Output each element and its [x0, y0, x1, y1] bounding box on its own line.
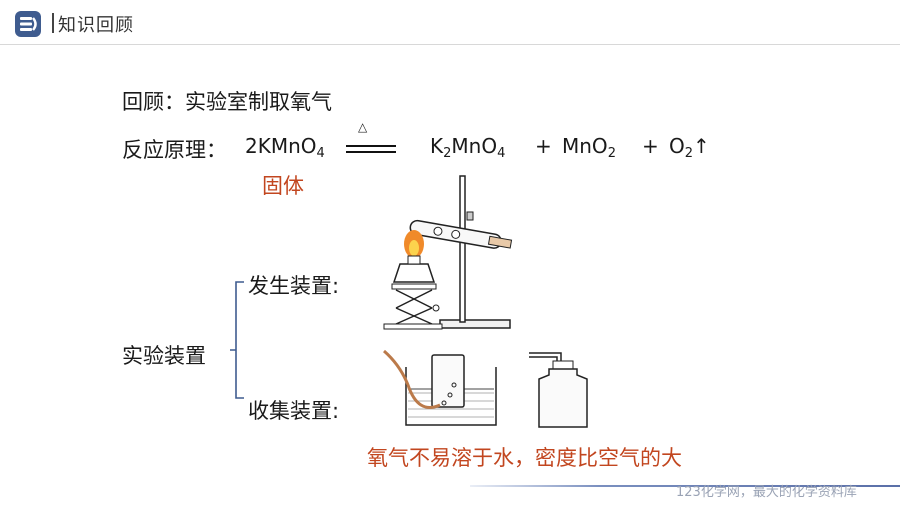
product-mno-sub: 4 [497, 146, 506, 161]
reaction-label: 反应原理： [122, 138, 227, 162]
apparatus-main-label: 实验装置 [122, 344, 206, 368]
heat-symbol: △ [358, 120, 368, 134]
product-k2mno4: K2MnO4 [430, 134, 506, 161]
header-divider [52, 13, 54, 33]
plus-sign-2: + [642, 134, 659, 158]
review-title: 回顾：实验室制取氧气 [122, 90, 332, 114]
header-rule [0, 44, 900, 45]
product-o2-text: O [669, 134, 685, 158]
product-mno2-sub: 2 [607, 146, 616, 161]
reactant-sub: 4 [316, 146, 325, 161]
product-mno: MnO [451, 134, 498, 158]
reactant-formula: 2KMnO4 [245, 134, 325, 161]
product-mno2-text: MnO [562, 134, 608, 158]
equals-sign-icon [346, 145, 396, 153]
header-title: 知识回顾 [58, 15, 134, 36]
gas-arrow-icon: ↑ [693, 134, 710, 158]
product-o2: O2↑ [669, 134, 710, 161]
product-k: K [430, 134, 444, 158]
product-k-sub: 2 [443, 146, 452, 161]
generation-apparatus-illustration [383, 175, 513, 330]
footer-rule [470, 485, 900, 487]
bracket-icon [230, 281, 244, 399]
product-o2-sub: 2 [684, 146, 694, 161]
collection-label: 收集装置: [248, 399, 340, 423]
product-mno2: MnO2 [562, 134, 616, 161]
collection-note: 氧气不易溶于水，密度比空气的大 [367, 446, 682, 470]
plus-sign-1: + [535, 134, 552, 158]
gas-bottle-illustration [529, 352, 588, 428]
water-collection-illustration [383, 349, 497, 426]
solid-note: 固体 [262, 174, 304, 198]
reactant-text: 2KMnO [245, 134, 317, 158]
slides-logo-icon [15, 11, 41, 37]
generation-label: 发生装置: [248, 274, 340, 298]
footer-watermark: 123化学网，最大的化学资料库 [676, 485, 857, 500]
